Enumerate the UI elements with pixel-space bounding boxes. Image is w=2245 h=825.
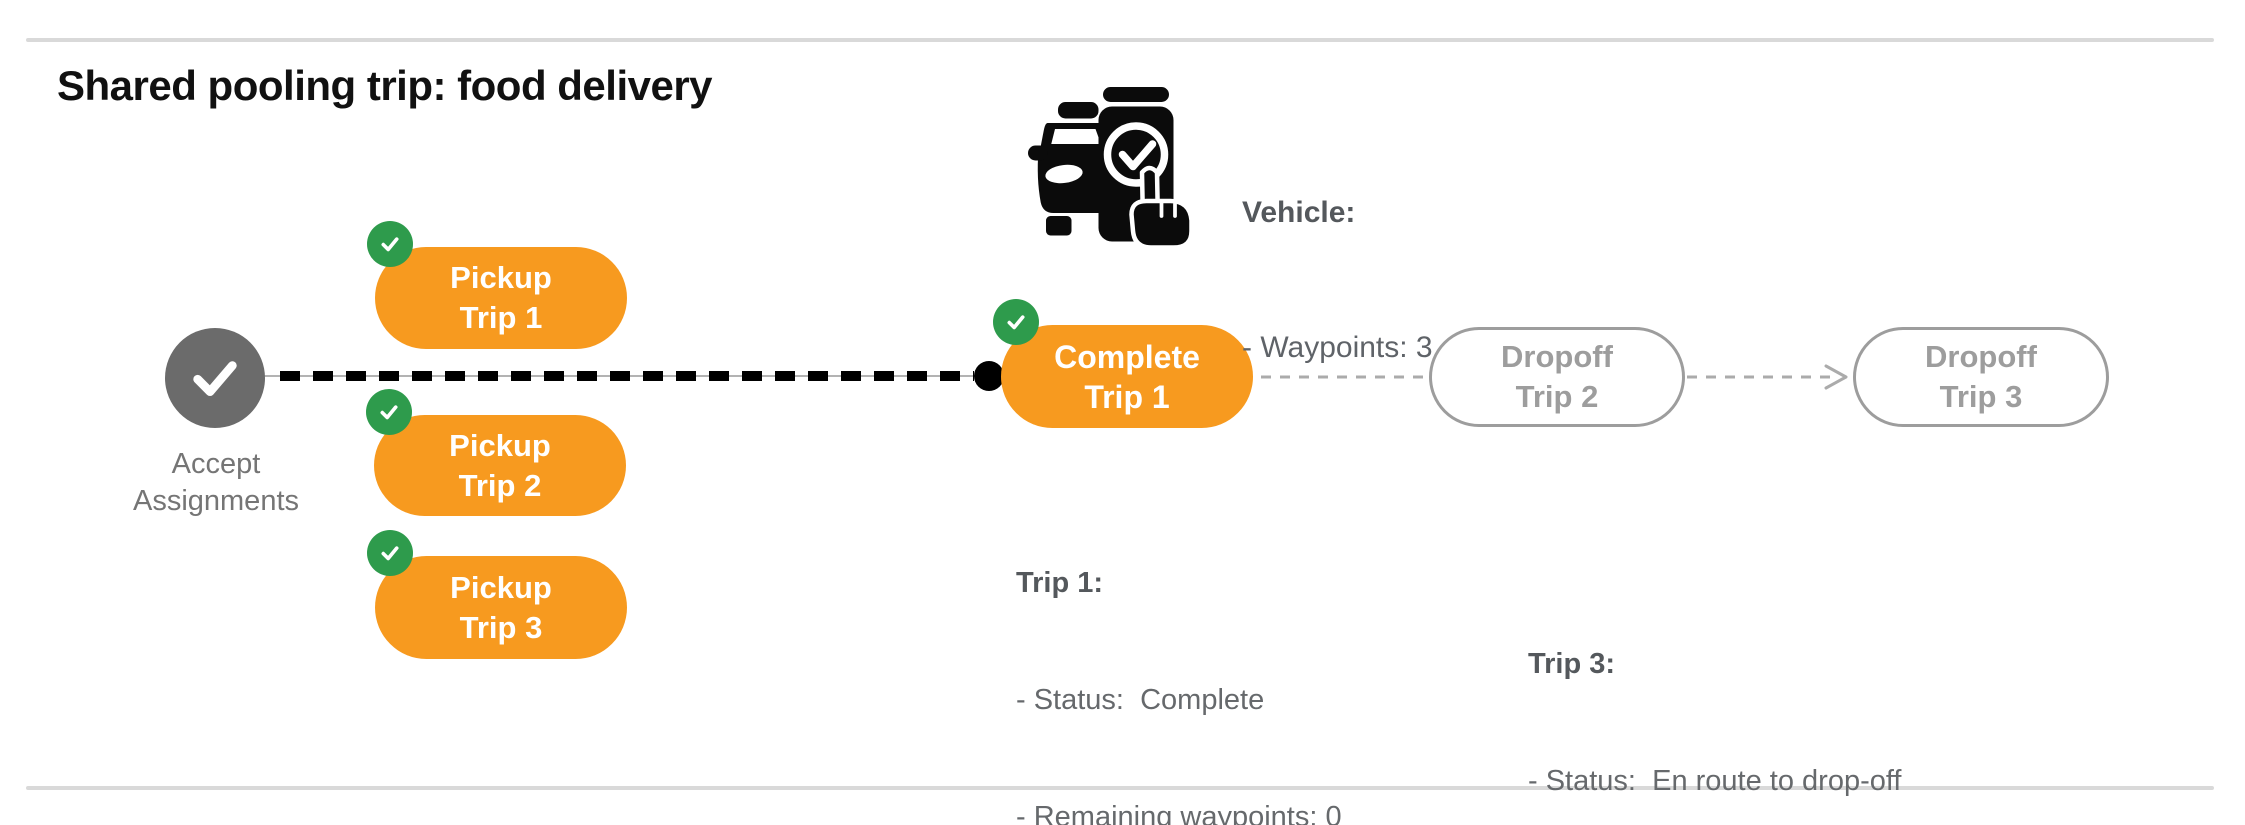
node-pickup-trip-2: Pickup Trip 2: [366, 389, 626, 516]
trip-1-title: Trip 1:: [1016, 567, 1104, 599]
node-accept-assignments: [165, 328, 265, 428]
node-label-line2: Trip 2: [1515, 379, 1599, 414]
vehicle-label: Vehicle:: [1242, 196, 1356, 229]
trip-1-waypoints: - Remaining waypoints: 0: [1016, 801, 1342, 825]
check-circle-icon: [367, 530, 413, 576]
bottom-divider: [26, 786, 2214, 790]
vehicle-info: Vehicle: - Waypoints: 3: [1242, 100, 1433, 460]
check-circle-icon: [366, 389, 412, 435]
start-node-label: Accept Assignments: [66, 446, 366, 520]
start-label-line1: Accept: [171, 448, 261, 480]
node-label-line1: Complete: [1054, 338, 1200, 375]
node-pickup-trip-3: Pickup Trip 3: [367, 530, 627, 659]
trip-status-block-2: Trip 3: - Status: En route to drop-off -…: [1528, 567, 1901, 825]
check-circle-icon: [367, 221, 413, 267]
start-label-line2: Assignments: [132, 485, 299, 517]
arrowhead-icon: [1824, 364, 1848, 390]
current-position-dot: [974, 361, 1004, 391]
node-dropoff-trip-3: Dropoff Trip 3: [1853, 327, 2109, 427]
node-label-line2: Trip 1: [459, 300, 543, 335]
node-label-line2: Trip 3: [1939, 379, 2023, 414]
node-dropoff-trip-2: Dropoff Trip 2: [1429, 327, 1685, 427]
node-pickup-trip-1: Pickup Trip 1: [367, 221, 627, 349]
node-label-line2: Trip 1: [1084, 378, 1170, 415]
check-icon: [193, 361, 237, 396]
node-complete-trip-1: Complete Trip 1: [993, 299, 1253, 428]
node-label-line2: Trip 2: [458, 467, 542, 503]
node-label-line2: Trip 3: [459, 609, 543, 645]
vehicle-waypoints: - Waypoints: 3: [1242, 331, 1433, 364]
trip-3-title: Trip 3:: [1528, 648, 1616, 680]
node-label-line1: Dropoff: [1925, 339, 2037, 374]
page-title: Shared pooling trip: food delivery: [57, 62, 713, 109]
car-phone-check-icon: [1028, 87, 1194, 250]
trip-3-status: - Status: En route to drop-off: [1528, 765, 1902, 797]
trip-status-block-1: Trip 1: - Status: Complete - Remaining w…: [1016, 486, 1389, 825]
node-label-line1: Pickup: [449, 427, 551, 463]
check-circle-icon: [993, 299, 1039, 345]
node-label-line1: Pickup: [450, 569, 552, 605]
node-label-line1: Dropoff: [1501, 339, 1613, 374]
trip-1-status: - Status: Complete: [1016, 684, 1265, 716]
node-label-line1: Pickup: [450, 260, 552, 295]
top-divider: [26, 38, 2214, 42]
